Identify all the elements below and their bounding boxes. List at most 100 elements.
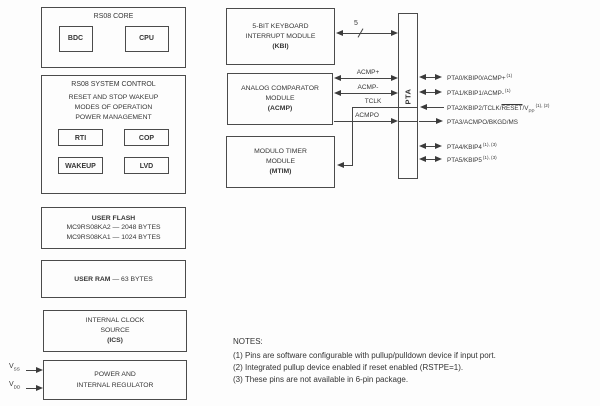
pta3-arrowhead-icon	[436, 118, 443, 124]
pta4-sup: (1), (3)	[482, 142, 497, 147]
system-control-line-3: POWER MANAGEMENT	[75, 114, 152, 121]
system-control-title: RS08 SYSTEM CONTROL	[71, 81, 156, 88]
kbi-bus-arrowhead-left-icon	[336, 30, 343, 36]
pta4-arrowhead-left-icon	[419, 143, 426, 149]
acmp-box: ANALOG COMPARATOR MODULE (ACMP)	[227, 73, 333, 125]
pta1-arrowhead-right-icon	[435, 89, 442, 95]
pta1-arrowhead-left-icon	[419, 89, 426, 95]
pin-label-pta2: PTA2/KBIP2/TCLK/RESET/VPP(1), (2)	[447, 103, 549, 113]
pta2-sup: (1), (2)	[535, 103, 550, 108]
acmp-line-2: MODULE	[265, 95, 295, 102]
acmpo-arrowhead-icon	[391, 118, 398, 124]
acmp-plus-arrowhead-right-icon	[391, 75, 398, 81]
pta0-sup: (1)	[506, 73, 513, 78]
pta2-mid: /V	[522, 105, 529, 113]
notes-title: NOTES:	[233, 337, 263, 346]
tclk-line	[352, 107, 398, 108]
acmp-line-1: ANALOG COMPARATOR	[241, 85, 319, 92]
pta5-sup: (1), (3)	[482, 155, 497, 160]
ics-line-2: SOURCE	[100, 327, 130, 334]
pta5-arrowhead-left-icon	[419, 156, 426, 162]
user-flash-box: USER FLASH MC9RS08KA2 — 2048 BYTES MC9RS…	[41, 207, 186, 249]
vdd-arrowhead-icon	[36, 385, 43, 391]
pta5-line	[426, 159, 435, 160]
pin-label-pta0: PTA0/KBIP0/ACMP+(1)	[447, 73, 512, 83]
pta2-passthrough-line	[399, 107, 418, 108]
pta-box: PTA	[398, 13, 418, 179]
vdd-line	[26, 388, 37, 389]
tclk-signal-label: TCLK	[364, 98, 382, 105]
system-control-line-2: MODES OF OPERATION	[74, 104, 153, 111]
acmp-minus-line	[341, 93, 391, 94]
pta3-line	[419, 121, 436, 122]
power-line-2: INTERNAL REGULATOR	[76, 382, 154, 389]
user-ram-label: USER RAM — 63 BYTES	[74, 276, 153, 283]
mtim-box: MODULO TIMER MODULE (MTIM)	[226, 136, 335, 188]
pta1-sup: (1)	[504, 88, 511, 93]
pin-label-pta4: PTA4/KBIP4(1), (3)	[447, 142, 497, 152]
pta0-arrowhead-right-icon	[435, 74, 442, 80]
acmpo-line	[334, 121, 391, 122]
vss-sub: SS	[13, 366, 20, 372]
note-item-1: (1) Pins are software configurable with …	[233, 351, 496, 360]
acmp-minus-arrowhead-right-icon	[391, 90, 398, 96]
lvd-box: LVD	[124, 157, 169, 174]
ics-line-1: INTERNAL CLOCK	[85, 317, 145, 324]
acmp-plus-arrowhead-left-icon	[334, 75, 341, 81]
vss-arrowhead-icon	[36, 367, 43, 373]
pin-label-pta5: PTA5/KBIP5(1), (3)	[447, 155, 497, 165]
pta4-line	[426, 146, 435, 147]
acmp-minus-signal-label: ACMP-	[357, 84, 379, 91]
acmp-plus-signal-label: ACMP+	[356, 69, 380, 76]
pta1-line	[426, 92, 435, 93]
pta2-sub: PP	[528, 108, 535, 114]
ics-box: INTERNAL CLOCK SOURCE (ICS)	[43, 310, 187, 352]
pta2-overline: RESET	[501, 105, 523, 113]
rs08-core-box: RS08 CORE BDC CPU	[41, 7, 186, 68]
mtim-acronym: (MTIM)	[269, 168, 292, 175]
acmpo-signal-label: ACMPO	[355, 112, 379, 119]
user-flash-line-2: MC9RS08KA1 — 1024 BYTES	[66, 233, 161, 241]
cop-box: COP	[124, 129, 169, 146]
pta5-arrowhead-right-icon	[435, 156, 442, 162]
pta0-text: PTA0/KBIP0/ACMP+	[447, 75, 506, 83]
notes-block: NOTES: (1) Pins are software configurabl…	[233, 337, 595, 387]
rs08-core-title: RS08 CORE	[93, 13, 134, 20]
bus-width-label: 5	[354, 20, 358, 27]
user-flash-line-1: MC9RS08KA2 — 2048 BYTES	[66, 224, 161, 232]
pta3-passthrough-line	[399, 121, 418, 122]
vdd-label: VDD	[9, 381, 20, 389]
pin-label-pta1: PTA1/KBIP1/ACMP-(1)	[447, 88, 511, 98]
pta4-arrowhead-right-icon	[435, 143, 442, 149]
tclk-to-mtim-line	[344, 165, 353, 166]
vss-base: V	[9, 363, 14, 370]
power-box: POWER AND INTERNAL REGULATOR	[43, 360, 187, 400]
ics-acronym: (ICS)	[107, 337, 123, 344]
power-line-1: POWER AND	[94, 371, 136, 378]
cpu-box: CPU	[124, 26, 169, 52]
kbi-box: 5-BIT KEYBOARD INTERRUPT MODULE (KBI)	[226, 8, 335, 65]
vss-label: VSS	[9, 363, 20, 371]
pta-label: PTA	[403, 88, 413, 104]
pta2-arrowhead-icon	[420, 104, 427, 110]
pta1-text: PTA1/KBIP1/ACMP-	[447, 90, 504, 98]
mtim-line-2: MODULE	[265, 158, 296, 165]
system-control-box: RS08 SYSTEM CONTROL RESET AND STOP WAKEU…	[41, 75, 186, 194]
pin-label-pta3: PTA3/ACMPO/BKGD/MS	[447, 117, 519, 127]
tclk-vertical-line	[352, 107, 353, 165]
pta2-line	[427, 107, 444, 108]
pta4-text: PTA4/KBIP4	[447, 144, 482, 152]
kbi-acronym: (KBI)	[272, 42, 289, 50]
note-item-3: (3) These pins are not available in 6-pi…	[233, 375, 409, 385]
vss-line	[26, 370, 37, 371]
kbi-line-1: 5-BIT KEYBOARD	[252, 22, 309, 30]
pta0-arrowhead-left-icon	[419, 74, 426, 80]
kbi-line-2: INTERRUPT MODULE	[245, 32, 316, 40]
pta5-text: PTA5/KBIP5	[447, 157, 482, 165]
rti-box: RTI	[58, 129, 103, 146]
kbi-bus-line	[343, 33, 391, 34]
user-ram-bold: USER RAM	[74, 275, 111, 283]
acmp-plus-line	[341, 78, 391, 79]
user-ram-box: USER RAM — 63 BYTES	[41, 260, 186, 298]
vdd-sub: DD	[13, 384, 21, 390]
